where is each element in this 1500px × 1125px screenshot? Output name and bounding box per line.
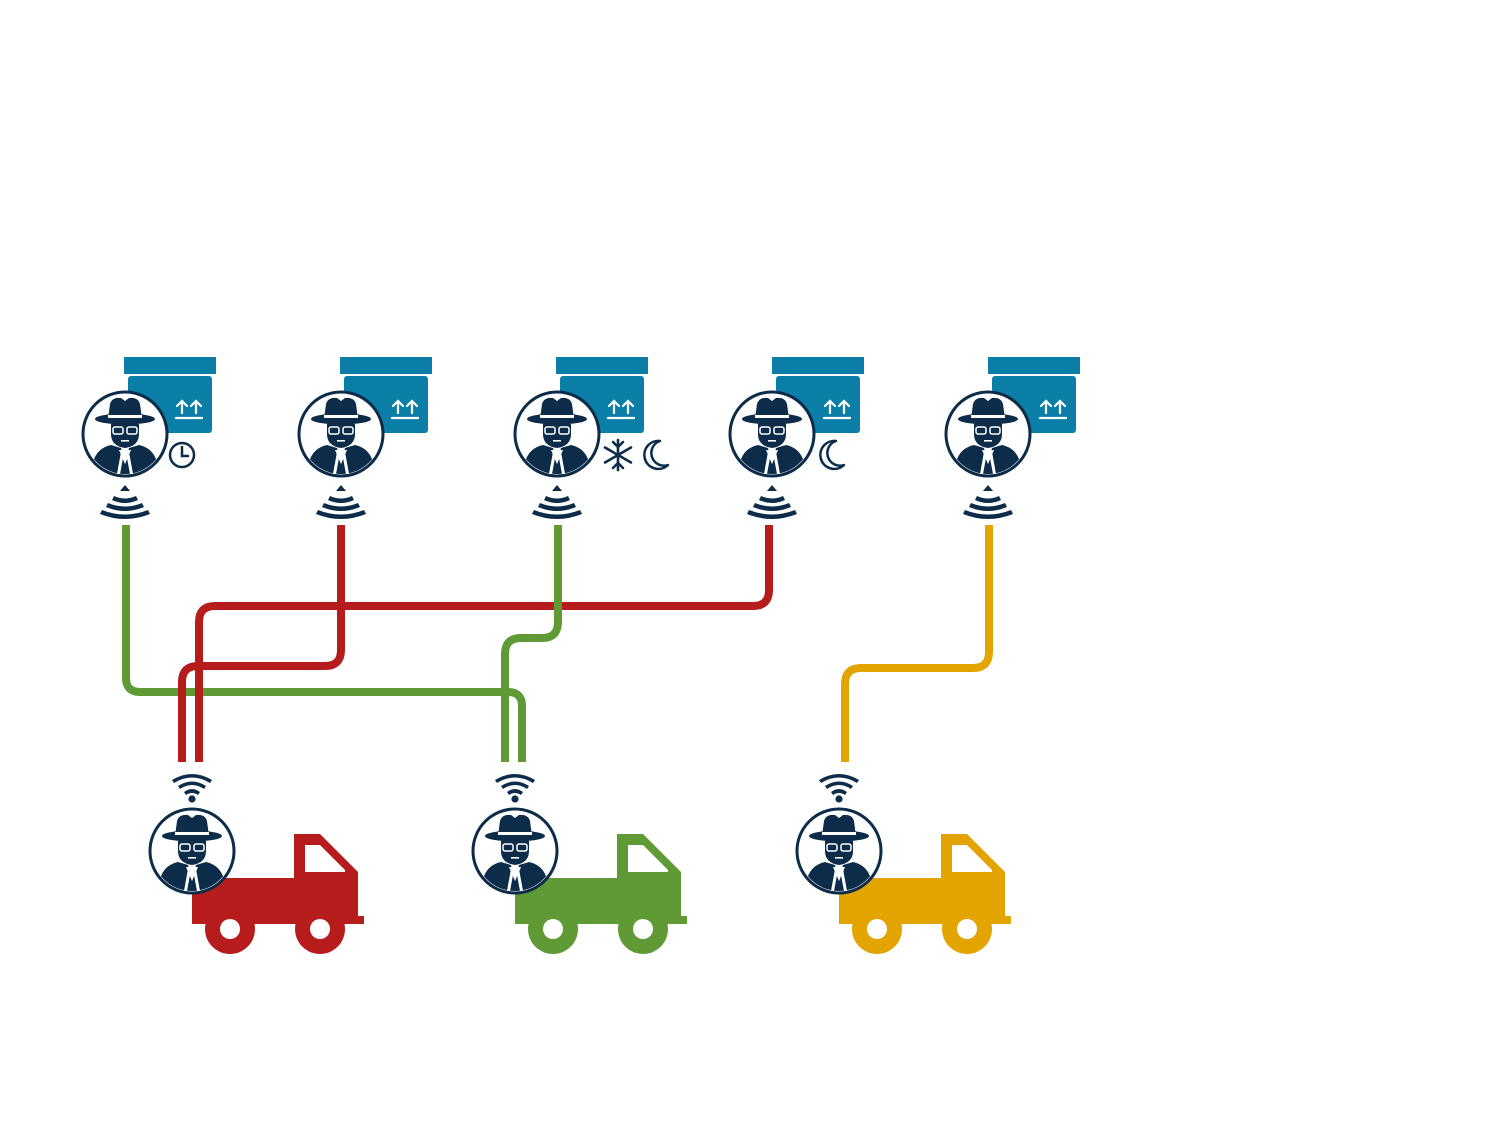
signal-icon: [747, 485, 797, 519]
moon-icon: [643, 439, 670, 471]
person-icon: [150, 809, 234, 895]
signal-icon: [316, 485, 366, 519]
shipper-5: [946, 355, 1082, 519]
snowflake-icon: [603, 438, 633, 472]
shipper-3: [515, 355, 670, 519]
shipper-4: [730, 355, 866, 519]
person-icon: [473, 809, 557, 895]
person-icon: [515, 392, 599, 478]
person-icon: [83, 392, 167, 478]
person-icon: [946, 392, 1030, 478]
carrier-yellow: [797, 774, 1011, 954]
wifi-icon: [819, 774, 859, 803]
wifi-icon: [495, 774, 535, 803]
carrier-red: [150, 774, 364, 954]
route-shipper-4-to-red: [195, 525, 773, 762]
person-icon: [797, 809, 881, 895]
route-shipper-3-to-green: [501, 525, 562, 762]
person-icon: [730, 392, 814, 478]
shipper-2: [299, 355, 434, 519]
routes: [122, 525, 993, 762]
carrier-green: [473, 774, 687, 954]
person-icon: [299, 392, 383, 478]
route-shipper-2-to-red: [178, 525, 345, 762]
signal-icon: [100, 485, 150, 519]
signal-icon: [963, 485, 1013, 519]
route-shipper-1-to-green: [122, 525, 526, 762]
clock-icon: [168, 441, 196, 469]
moon-icon: [819, 439, 846, 471]
shipper-1: [83, 355, 218, 519]
route-shipper-5-to-yellow: [841, 525, 993, 762]
signal-icon: [532, 485, 582, 519]
wifi-icon: [172, 774, 212, 803]
